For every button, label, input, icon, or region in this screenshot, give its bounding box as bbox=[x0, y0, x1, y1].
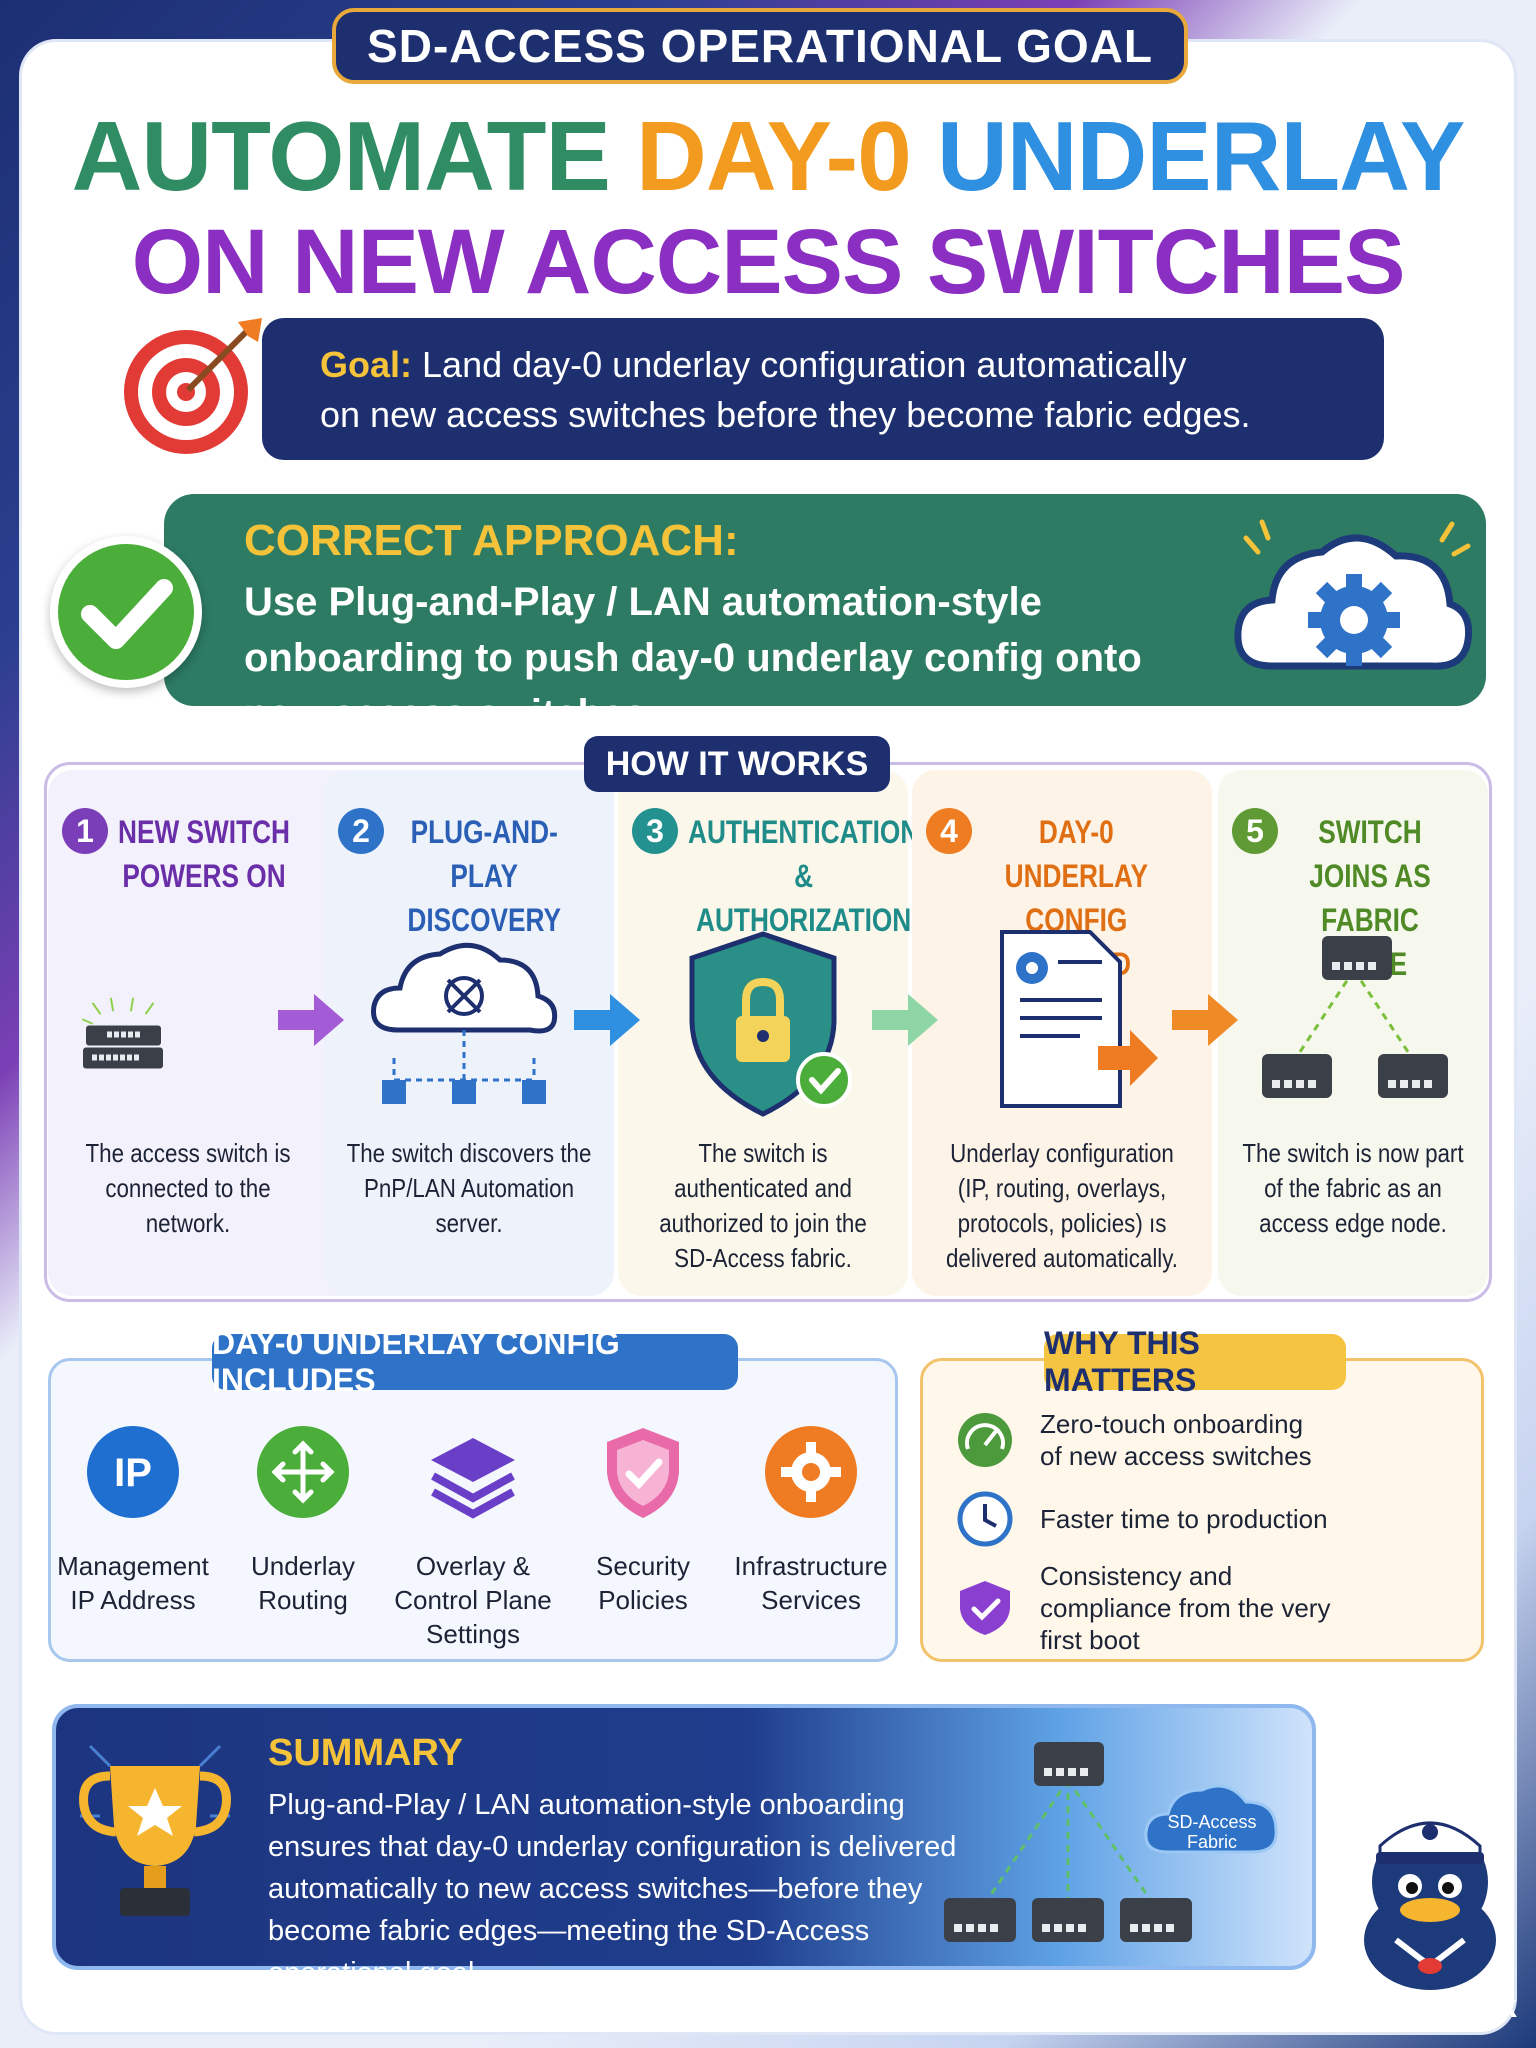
switch-power-icon bbox=[82, 997, 163, 1069]
include-label: Security Policies bbox=[596, 1551, 690, 1615]
hero-title-line1: AUTOMATE DAY-0 UNDERLAY bbox=[0, 100, 1536, 213]
header-pill: SD-ACCESS OPERATIONAL GOAL bbox=[332, 8, 1188, 84]
include-item-security: Security Policies bbox=[558, 1424, 728, 1617]
include-item-management-ip: IP Management IP Address bbox=[48, 1424, 218, 1617]
step-2-desc: The switch discovers the PnP/LAN Automat… bbox=[346, 1138, 592, 1238]
hero-word-automate: AUTOMATE bbox=[71, 101, 611, 211]
why-item-consistency: Consistency and compliance from the very… bbox=[956, 1560, 1370, 1656]
ip-address-icon: IP bbox=[87, 1426, 179, 1518]
include-label: Overlay & Control Plane Settings bbox=[394, 1551, 552, 1649]
include-item-infrastructure: Infrastructure Services bbox=[726, 1424, 896, 1617]
step-3-desc: The switch is authenticated and authoriz… bbox=[659, 1138, 867, 1273]
approach-title: CORRECT APPROACH: bbox=[244, 516, 739, 565]
svg-text:Fabric: Fabric bbox=[1187, 1832, 1237, 1852]
why-item-zero-touch: Zero-touch onboarding of new access swit… bbox=[956, 1408, 1320, 1472]
cloud-gear-icon bbox=[1234, 519, 1472, 670]
goal-text-2: on new access switches before they becom… bbox=[320, 394, 1251, 435]
approach-text: Use Plug-and-Play / LAN automation-style… bbox=[244, 580, 1142, 736]
how-it-works-title: HOW IT WORKS bbox=[584, 736, 890, 792]
step-3-number: 3 bbox=[632, 808, 678, 854]
sd-access-fabric-topology-icon: SD-Access Fabric bbox=[944, 1742, 1278, 1942]
why-matters-frame bbox=[920, 1358, 1484, 1662]
target-icon bbox=[124, 318, 262, 454]
fabric-edge-topology-icon bbox=[1262, 936, 1448, 1098]
summary-banner: SUMMARY Plug-and-Play / LAN automation-s… bbox=[52, 1704, 1316, 1989]
summary-text: Plug-and-Play / LAN automation-style onb… bbox=[268, 1789, 957, 1989]
arrow-right-icon bbox=[872, 994, 938, 1046]
include-item-overlay-control: Overlay & Control Plane Settings bbox=[388, 1424, 558, 1651]
include-label: Infrastructure Services bbox=[734, 1551, 888, 1615]
include-item-underlay-routing: Underlay Routing bbox=[218, 1424, 388, 1617]
brand-label: Navy Duck bbox=[1353, 1988, 1517, 2024]
cloud-network-icon bbox=[371, 942, 558, 1104]
config-document-icon bbox=[1000, 930, 1158, 1108]
step-1-number: 1 bbox=[62, 808, 108, 854]
summary-title: SUMMARY bbox=[268, 1732, 463, 1774]
clock-icon bbox=[957, 1491, 1013, 1547]
checkmark-icon bbox=[50, 536, 202, 688]
config-includes-title: DAY-0 UNDERLAY CONFIG INCLUDES bbox=[212, 1325, 738, 1398]
routing-arrows-icon bbox=[257, 1426, 349, 1518]
step-1-desc: The access switch is connected to the ne… bbox=[85, 1138, 291, 1238]
step-4-number: 4 bbox=[926, 808, 972, 854]
why-matters-title: WHY THIS MATTERS bbox=[1044, 1325, 1346, 1398]
step-3-card: 3 AUTHENTICATION& AUTHORIZATION The swit… bbox=[618, 770, 919, 1296]
hero-title-line2: ON NEW ACCESS SWITCHES bbox=[131, 211, 1406, 313]
step-3-title: AUTHENTICATION& AUTHORIZATION bbox=[688, 814, 920, 938]
layers-icon bbox=[431, 1438, 515, 1519]
arrow-right-icon bbox=[278, 994, 344, 1046]
why-text: Faster time to production bbox=[1040, 1504, 1328, 1534]
goal-label: Goal: bbox=[320, 344, 413, 385]
step-5-desc: The switch is now part of the fabric as … bbox=[1242, 1138, 1464, 1238]
shield-lock-icon bbox=[689, 931, 852, 1117]
gear-icon bbox=[765, 1426, 857, 1518]
security-shield-icon bbox=[607, 1428, 679, 1518]
navy-duck-mascot bbox=[1364, 1821, 1496, 1990]
why-text: Zero-touch onboarding of new access swit… bbox=[1040, 1409, 1312, 1471]
hero-word-day0: DAY-0 bbox=[636, 101, 912, 211]
svg-text:IP: IP bbox=[114, 1451, 152, 1495]
svg-text:SD-Access: SD-Access bbox=[1167, 1812, 1256, 1832]
step-4-desc: Underlay configuration (IP, routing, ove… bbox=[945, 1138, 1178, 1273]
goal-box: Goal: Land day-0 underlay configuration … bbox=[262, 318, 1384, 460]
arrow-right-icon bbox=[1172, 994, 1238, 1046]
shield-check-icon bbox=[960, 1581, 1010, 1635]
include-label: Underlay Routing bbox=[250, 1551, 356, 1615]
speedometer-icon bbox=[958, 1413, 1012, 1467]
include-label: Management IP Address bbox=[57, 1551, 209, 1615]
trophy-icon bbox=[79, 1744, 231, 1916]
step-2-number: 2 bbox=[338, 808, 384, 854]
hero-word-underlay: UNDERLAY bbox=[936, 101, 1465, 211]
arrow-right-icon bbox=[574, 994, 640, 1046]
step-5-number: 5 bbox=[1232, 808, 1278, 854]
why-item-faster: Faster time to production bbox=[956, 1490, 1328, 1548]
why-text: Consistency and compliance from the very… bbox=[1040, 1561, 1331, 1655]
goal-text-1: Land day-0 underlay configuration automa… bbox=[422, 344, 1187, 385]
